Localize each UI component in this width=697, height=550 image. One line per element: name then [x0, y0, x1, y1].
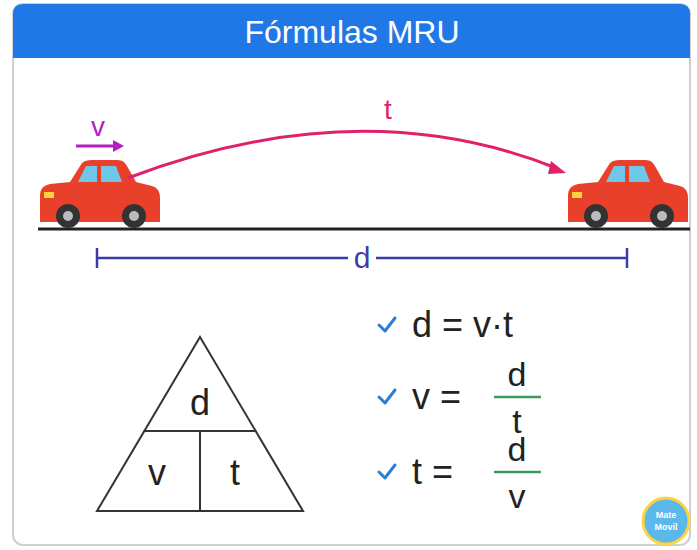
- fraction-bar: [494, 471, 541, 474]
- distance-label: d: [348, 243, 377, 273]
- road: [38, 228, 690, 231]
- denominator: v: [509, 479, 526, 513]
- formula: t =: [412, 454, 453, 490]
- logo-text: Movil: [654, 523, 677, 532]
- velocity-arrow: [76, 140, 124, 152]
- formula: d = v·t: [412, 307, 513, 343]
- fraction-bar: [494, 396, 541, 399]
- numerator: d: [508, 432, 527, 466]
- car: [40, 160, 160, 228]
- triangle-outline: [95, 335, 305, 513]
- time-arc: [128, 131, 566, 178]
- check-mark: [379, 318, 395, 478]
- time-label: t: [384, 96, 392, 124]
- title-bar: [13, 4, 690, 58]
- variable-label: v: [148, 455, 166, 491]
- logo-text: Mate: [656, 511, 677, 520]
- numerator: d: [508, 357, 527, 391]
- variable-label: d: [190, 385, 210, 421]
- panel: [13, 4, 690, 545]
- title: Fórmulas MRU: [244, 16, 459, 48]
- formula: v =: [412, 379, 461, 415]
- logo: [643, 498, 689, 544]
- velocity-label: v: [91, 113, 105, 141]
- formula-triangle: dv t: [95, 335, 305, 513]
- variable-label: t: [230, 455, 240, 491]
- car: [568, 160, 688, 228]
